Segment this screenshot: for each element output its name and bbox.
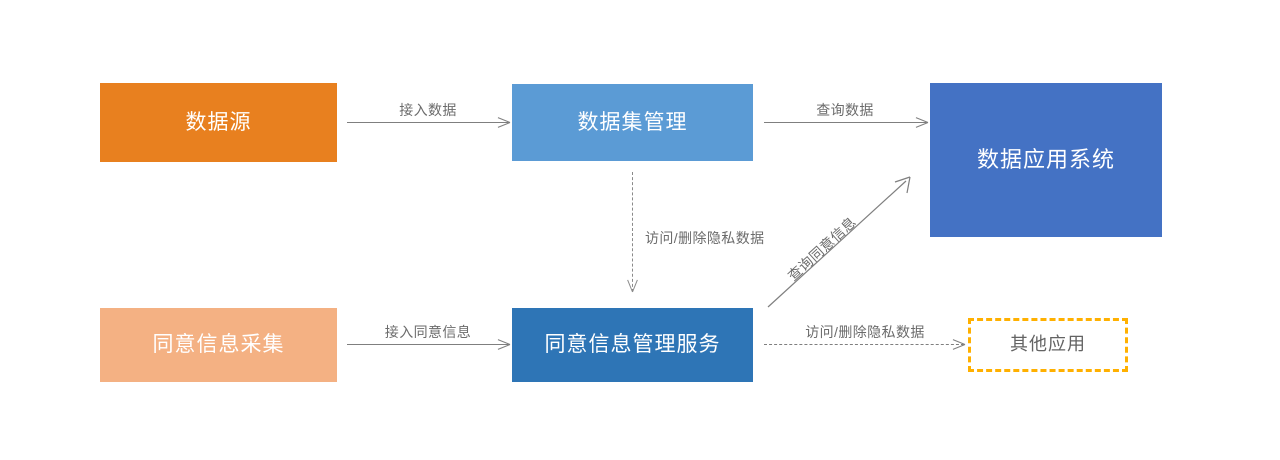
- arrow-ingest-data: [347, 114, 509, 132]
- arrow-line: [764, 122, 927, 123]
- node-data-source-label: 数据源: [185, 110, 252, 134]
- node-consent-management-service[interactable]: 同意信息管理服务: [512, 308, 753, 382]
- node-consent-collection-label: 同意信息采集: [152, 333, 285, 357]
- node-consent-collection[interactable]: 同意信息采集: [100, 308, 337, 382]
- node-dataset-management[interactable]: 数据集管理: [512, 84, 753, 161]
- edge-access-delete-private-data-vertical-label: 访问/删除隐私数据: [645, 230, 765, 246]
- edge-query-data-label: 查询数据: [816, 102, 874, 118]
- arrow-line: [632, 172, 633, 292]
- edge-access-delete-private-data-bottom-label: 访问/删除隐私数据: [805, 324, 925, 340]
- edge-ingest-data-label: 接入数据: [399, 102, 457, 118]
- arrow-ingest-consent-info: [347, 336, 509, 354]
- arrow-access-delete-private-data-vertical: [625, 172, 639, 292]
- node-consent-management-service-label: 同意信息管理服务: [544, 333, 721, 357]
- arrow-query-consent-info: [762, 168, 922, 313]
- arrow-line: [764, 344, 964, 345]
- node-data-application-system[interactable]: 数据应用系统: [930, 83, 1162, 237]
- node-other-application[interactable]: 其他应用: [968, 318, 1128, 372]
- node-dataset-management-label: 数据集管理: [577, 110, 688, 134]
- diagonal-arrow-icon: [767, 176, 911, 308]
- arrow-access-delete-private-data-bottom: [764, 336, 964, 354]
- arrow-line: [347, 344, 509, 345]
- edge-ingest-consent-info-label: 接入同意信息: [384, 324, 472, 340]
- node-data-source[interactable]: 数据源: [100, 83, 337, 162]
- node-data-application-system-label: 数据应用系统: [976, 146, 1115, 172]
- node-other-application-label: 其他应用: [1010, 334, 1086, 355]
- arrow-query-data: [764, 114, 927, 132]
- arrow-line: [347, 122, 509, 123]
